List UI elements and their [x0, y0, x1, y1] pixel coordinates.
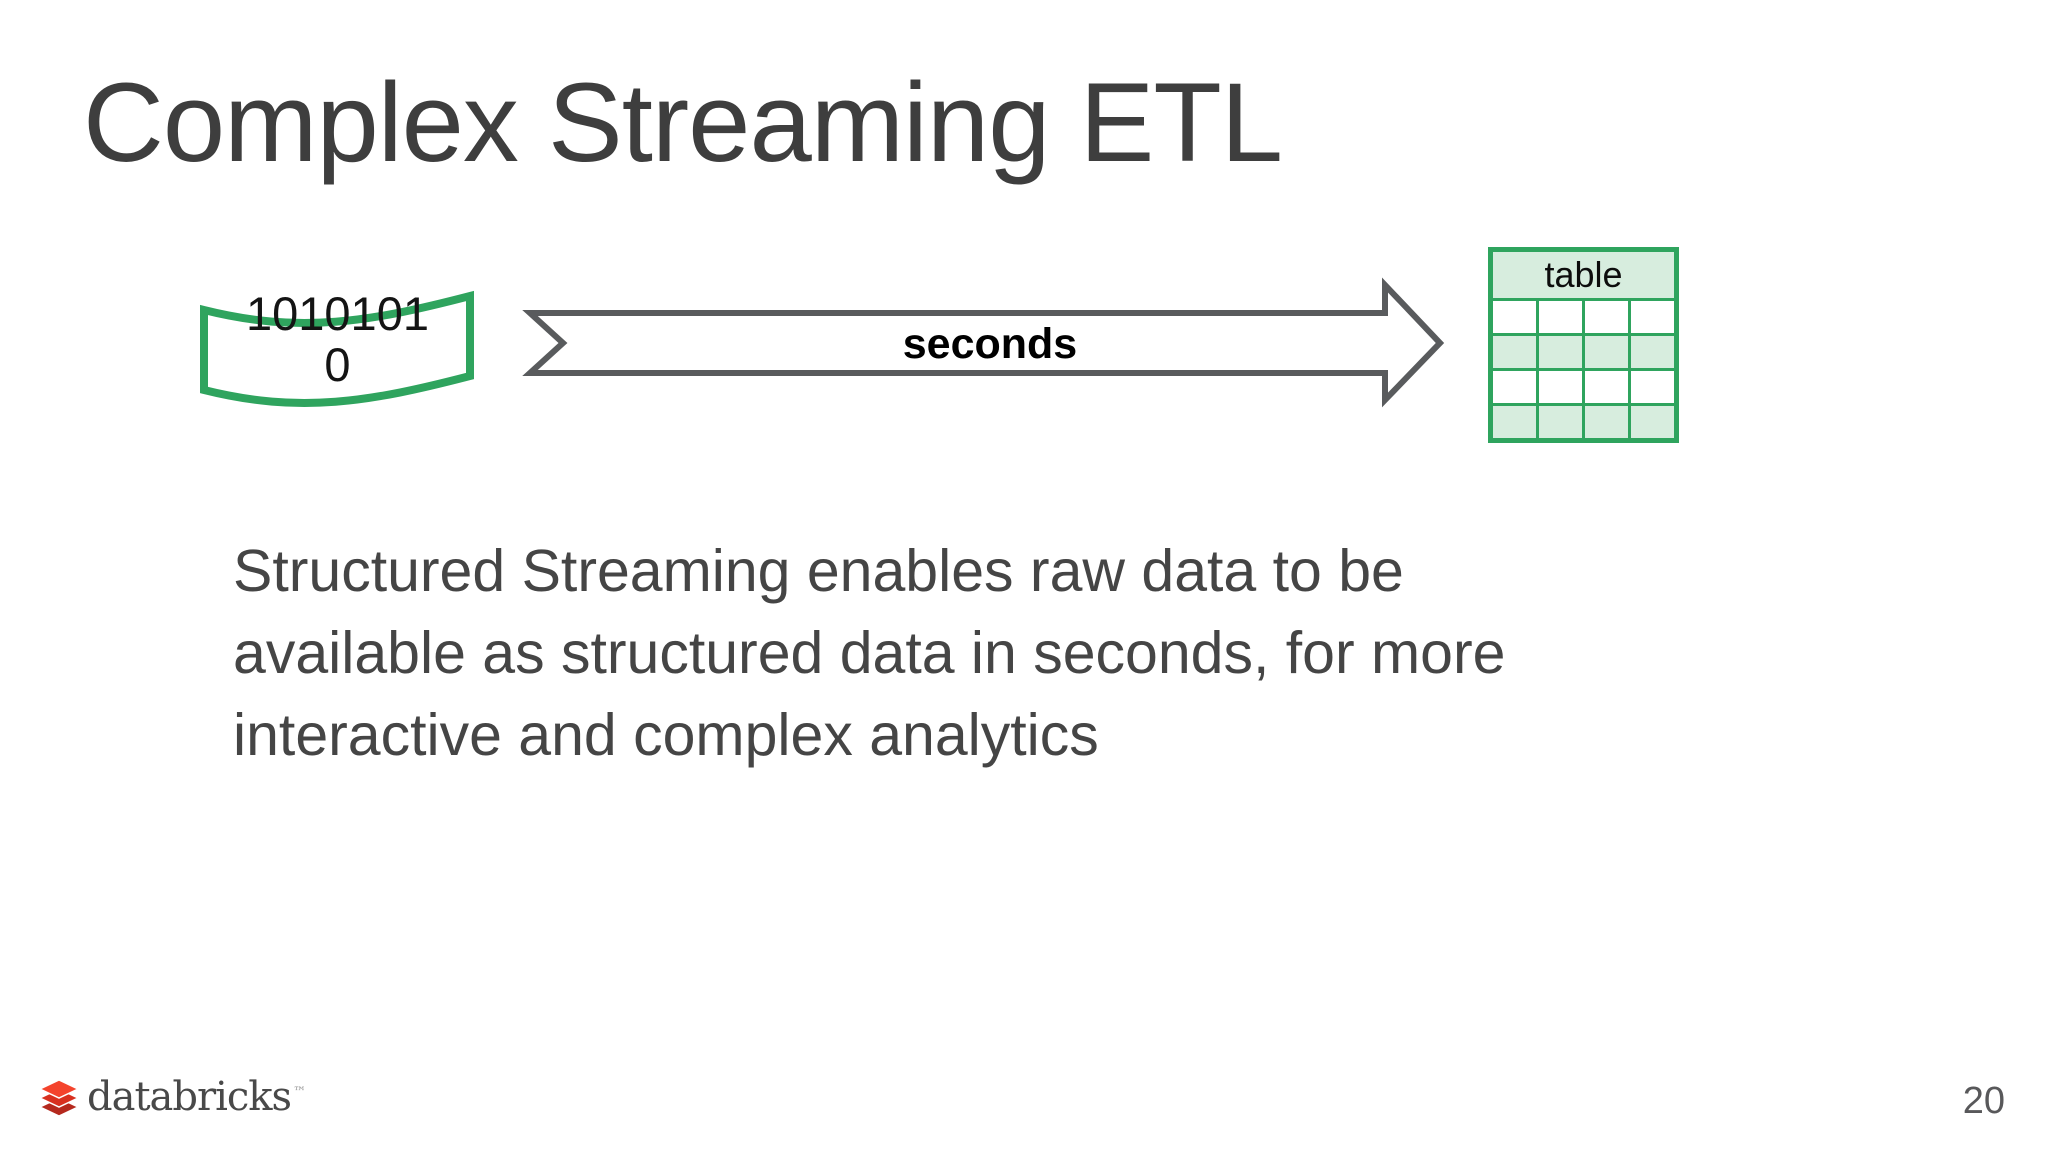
table-cell [1493, 301, 1536, 333]
slide-title: Complex Streaming ETL [83, 60, 1283, 185]
table-icon: table [1488, 247, 1679, 443]
page-number: 20 [1962, 1080, 2005, 1122]
table-cell [1631, 371, 1674, 403]
body-text-line3: interactive and complex analytics [233, 702, 1099, 768]
table-cell [1493, 406, 1536, 438]
table-cell [1631, 406, 1674, 438]
table-cell [1539, 371, 1582, 403]
raw-data-label-line1: 1010101 [246, 287, 429, 340]
table-cell [1539, 336, 1582, 368]
table-cell [1493, 336, 1536, 368]
flow-arrow-shape [522, 277, 1445, 408]
table-header-label: table [1493, 252, 1674, 298]
raw-data-label: 1010101 0 [195, 288, 480, 390]
body-text-line1: Structured Streaming enables raw data to… [233, 538, 1404, 604]
table-cell [1539, 301, 1582, 333]
table-cell [1493, 371, 1536, 403]
arrow-label: seconds [902, 320, 1078, 368]
table-cell [1585, 406, 1628, 438]
raw-data-flag-shape [200, 290, 474, 407]
table-cell [1585, 336, 1628, 368]
body-text: Structured Streaming enables raw data to… [233, 530, 1753, 776]
trademark-symbol: ™ [293, 1084, 306, 1100]
body-text-line2: available as structured data in seconds,… [233, 620, 1506, 686]
raw-data-label-line2: 0 [324, 338, 351, 391]
table-grid [1493, 301, 1674, 438]
table-cell [1585, 371, 1628, 403]
table-cell [1631, 301, 1674, 333]
databricks-bricks-icon [38, 1079, 80, 1117]
table-cell [1585, 301, 1628, 333]
table-cell [1539, 406, 1582, 438]
table-cell [1631, 336, 1674, 368]
